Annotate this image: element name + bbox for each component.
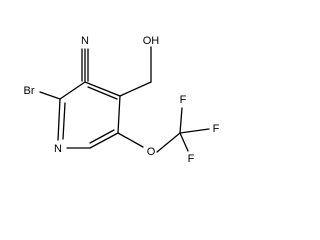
bond-c2-c3 (59, 81, 86, 100)
bond-c-f-bottom (179, 132, 189, 152)
atom-fluorine-top: F (180, 94, 187, 106)
atom-nitrile-n: N (81, 35, 89, 47)
atom-fluorine-bottom: F (188, 153, 195, 165)
bond-c2-br (39, 91, 61, 100)
atom-ether-o: O (147, 146, 156, 158)
bond-o-cf3 (156, 132, 181, 153)
bond-c5-c6-double (89, 129, 115, 144)
bond-c3-c4-double (87, 86, 118, 100)
bond-n1-c2-double (62, 102, 66, 140)
bond-c4-c5 (117, 95, 121, 134)
atom-fluorine-right: F (213, 123, 220, 135)
bond-c-f-top (179, 107, 183, 134)
bond-c-f-right (179, 128, 210, 134)
bond-c4-ch2 (119, 81, 152, 97)
molecule-drawing: N OH Br N O F F F (24, 35, 220, 165)
bond-c3-c4 (84, 81, 121, 97)
bond-n1-c2 (57, 98, 61, 141)
structure-canvas: N OH Br N O F F F (24, 35, 220, 165)
atom-ring-n: N (54, 143, 62, 155)
atom-hydroxyl: OH (143, 35, 160, 47)
bond-c5-c6 (89, 132, 119, 149)
bond-c5-o (117, 132, 144, 148)
atom-bromine: Br (24, 85, 35, 97)
